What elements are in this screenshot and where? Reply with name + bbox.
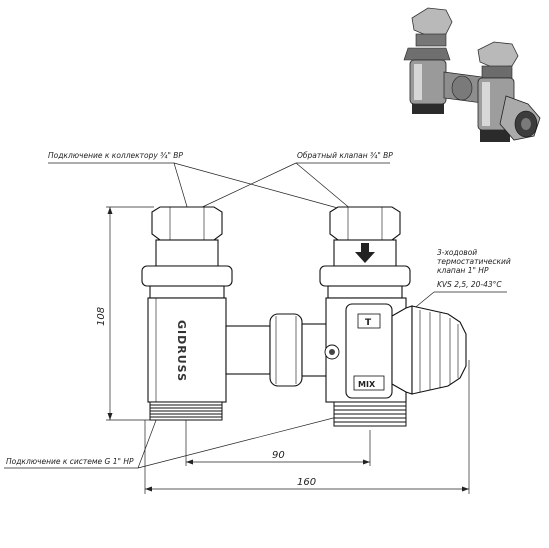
thermo-valve-label-2: термостатический <box>437 257 511 266</box>
dimension-spacing: 90 <box>272 450 285 461</box>
thermo-valve-label-4: KVS 2,5, 20-43°С <box>437 280 502 289</box>
bottom-thread-left <box>150 404 222 418</box>
product-3d-render <box>403 7 541 142</box>
gauge-icon <box>324 344 340 360</box>
system-connection-label: Подключение к системе G 1" НР <box>6 457 134 466</box>
thermo-valve-label-3: клапан 1" НР <box>437 266 489 275</box>
knob-ribs <box>419 310 459 392</box>
dimension-height: 108 <box>96 307 107 326</box>
thermo-valve-label-1: 3-ходовой <box>437 248 477 257</box>
arrow-down-icon <box>355 243 375 263</box>
collector-connection-label: Подключение к коллектору ¾" ВР <box>48 151 183 160</box>
leader-lines <box>4 162 507 494</box>
bottom-thread-right <box>334 405 406 423</box>
knob-mark-mix: MIX <box>358 380 376 389</box>
dimension-width: 160 <box>297 477 316 488</box>
knob-mark-t: T <box>365 318 372 328</box>
right-fitting: T MIX <box>319 206 467 427</box>
return-valve-label: Обратный клапан ¾" ВР <box>297 151 393 160</box>
left-fitting: GIDRUSS <box>141 206 233 421</box>
connecting-pipe <box>225 313 329 387</box>
brand-label: GIDRUSS <box>175 320 188 382</box>
